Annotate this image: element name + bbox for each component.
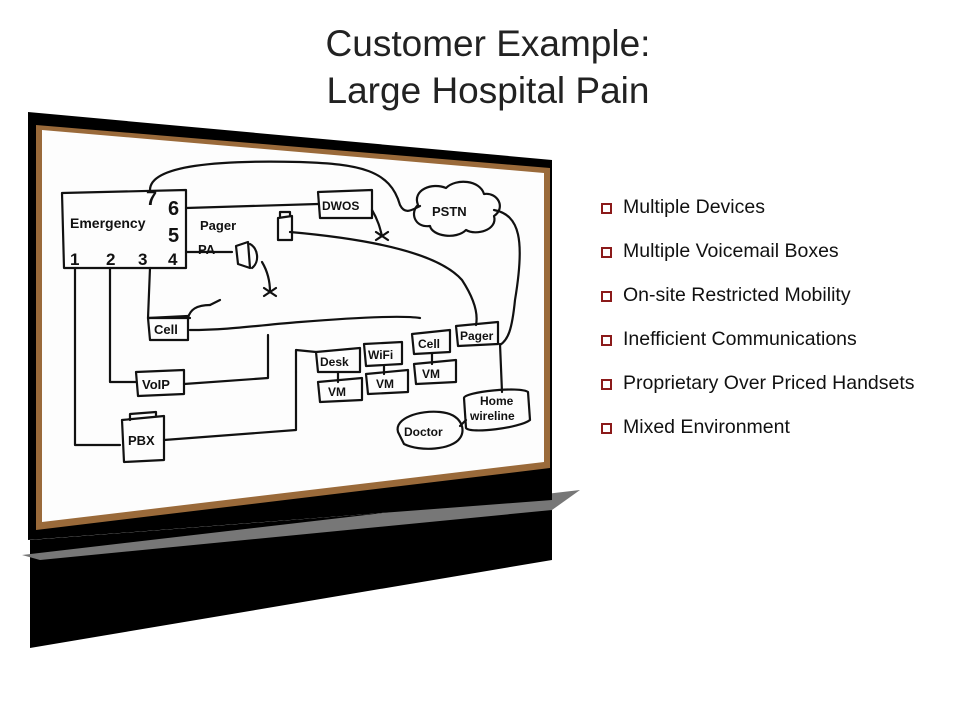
bullet-text: Mixed Environment	[623, 416, 790, 438]
square-bullet-icon	[601, 203, 612, 214]
emergency-label: Emergency	[70, 215, 146, 231]
square-bullet-icon	[601, 291, 612, 302]
emergency-box	[60, 188, 188, 270]
square-bullet-icon	[601, 335, 612, 346]
square-bullet-icon	[601, 247, 612, 258]
cell-box	[146, 314, 190, 342]
board-stand	[30, 500, 552, 648]
bullet-item: Multiple Devices	[601, 196, 941, 218]
pbx-label: PBX	[128, 433, 155, 448]
pstn-cloud	[412, 180, 501, 237]
vm-label-2: VM	[376, 377, 394, 391]
bullet-text: Inefficient Communications	[623, 328, 857, 350]
cell2-label: Cell	[418, 337, 440, 351]
bullet-item: Mixed Environment	[601, 416, 941, 438]
vm-label-1: VM	[328, 385, 346, 399]
wifi-label: WiFi	[368, 348, 393, 362]
cell-antenna	[186, 303, 212, 320]
square-bullet-icon	[601, 379, 612, 390]
bullet-text: Proprietary Over Priced Handsets	[623, 372, 915, 394]
number-2: 2	[106, 250, 115, 269]
wifi-box	[362, 340, 404, 368]
bullet-text: On-site Restricted Mobility	[623, 284, 851, 306]
pager-device	[276, 210, 294, 242]
whiteboard-drawing	[60, 160, 532, 464]
pa-horn	[234, 240, 259, 270]
voip-label: VoIP	[142, 377, 170, 392]
slide-title: Customer Example: Large Hospital Pain	[0, 20, 960, 114]
dwos-box	[316, 188, 374, 220]
desk-label: Desk	[320, 355, 349, 369]
bullet-text: Multiple Devices	[623, 196, 765, 218]
voip-box	[134, 368, 186, 398]
pstn-label: PSTN	[432, 204, 467, 219]
number-3: 3	[138, 250, 147, 269]
number-6: 6	[168, 198, 179, 220]
number-1: 1	[70, 250, 79, 269]
pa-label: PA	[198, 242, 216, 257]
dwos-label: DWOS	[322, 199, 359, 213]
bullet-item: Proprietary Over Priced Handsets	[601, 372, 941, 394]
cell2-box	[410, 328, 452, 356]
square-bullet-icon	[601, 423, 612, 434]
pbx-box	[120, 414, 166, 464]
vm-box-3	[412, 358, 458, 386]
number-4: 4	[168, 250, 178, 269]
bullet-item: Inefficient Communications	[601, 328, 941, 350]
number-7: 7	[146, 188, 157, 210]
wireline-label: wireline	[469, 409, 515, 423]
board-surface	[42, 130, 544, 522]
bullet-list: Multiple Devices Multiple Voicemail Boxe…	[601, 196, 941, 462]
home-wireline-box	[462, 388, 532, 432]
pager-label: Pager	[200, 218, 236, 233]
doctor-label: Doctor	[404, 425, 443, 439]
pager2-label: Pager	[460, 329, 494, 343]
vm-box-1	[316, 376, 364, 404]
vm-label-3: VM	[422, 367, 440, 381]
bullet-item: On-site Restricted Mobility	[601, 284, 941, 306]
desk-box	[314, 346, 362, 374]
number-5: 5	[168, 225, 179, 247]
cell-label: Cell	[154, 322, 178, 337]
doctor-oval	[396, 410, 464, 450]
pager2-box	[454, 320, 500, 348]
vm-box-2	[364, 368, 410, 396]
bullet-item: Multiple Voicemail Boxes	[601, 240, 941, 262]
slide-title-line-2: Large Hospital Pain	[326, 70, 650, 111]
slide-title-line-1: Customer Example:	[325, 23, 651, 64]
home-label: Home	[480, 394, 514, 408]
bullet-text: Multiple Voicemail Boxes	[623, 240, 839, 262]
